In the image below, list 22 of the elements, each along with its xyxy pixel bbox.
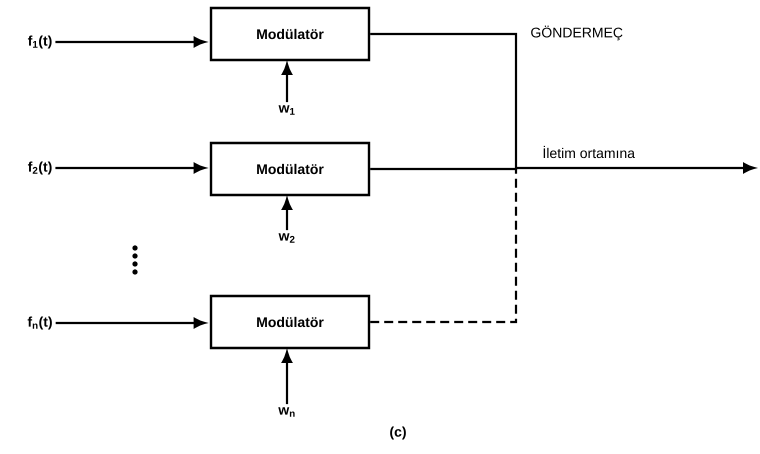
line [370, 168, 518, 324]
arrow [55, 36, 206, 48]
signal-label: f$_{n}$(t) [28, 316, 52, 330]
signal-label: f$_{2}$(t) [28, 161, 52, 175]
arrow [282, 198, 292, 230]
signal-label: w$_{n}$ [278, 407, 295, 417]
text-label: GÖNDERMEÇ [531, 26, 622, 40]
caption: (c) [390, 426, 406, 440]
text-label: İletim ortamına [544, 146, 635, 158]
arrow [516, 162, 755, 174]
arrow [282, 351, 292, 404]
signal-label: f$_{1}$(t) [28, 35, 52, 49]
line [370, 32, 518, 168]
line [370, 167, 518, 170]
arrow [56, 318, 206, 328]
signal-label: w$_{2}$ [278, 233, 295, 243]
arrow [282, 63, 292, 102]
modulator-box: Modülatör [210, 142, 370, 196]
modulator-box: Modülatör [210, 6, 370, 62]
arrow [55, 162, 206, 174]
signal-label: w$_{1}$ [278, 105, 295, 115]
modulator-box: Modülatör [210, 294, 370, 350]
